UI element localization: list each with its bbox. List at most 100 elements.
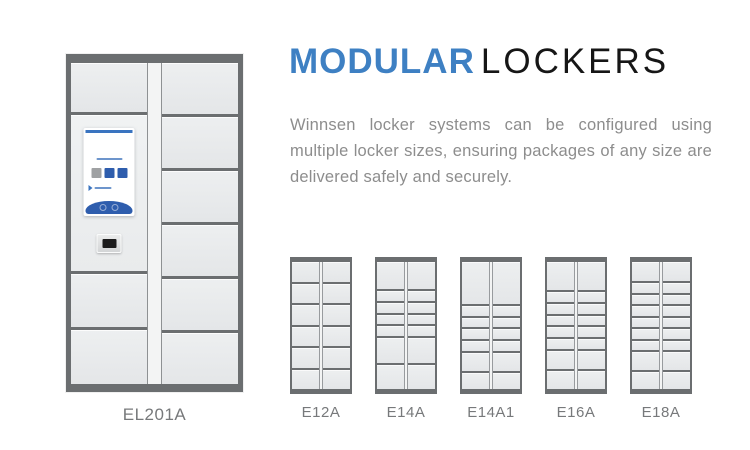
locker-door [292, 348, 319, 368]
locker-door [162, 117, 238, 168]
locker-door [663, 317, 690, 328]
title-secondary: LOCKERS [480, 42, 670, 81]
locker-door [408, 326, 435, 337]
screen-text-line [88, 185, 135, 192]
locker-door [547, 292, 574, 302]
locker-door [547, 327, 574, 337]
locker-door [632, 352, 659, 370]
mini-column-right [493, 262, 520, 389]
screen-buttons [84, 168, 135, 179]
mini-column-left [377, 262, 404, 389]
locker-door [408, 314, 435, 325]
mini-locker-e14a1: E14A1 [460, 257, 522, 421]
mini-column-right [663, 262, 690, 390]
locker-door [462, 372, 489, 389]
locker-door [292, 326, 319, 346]
locker-door [663, 294, 690, 305]
locker-door [493, 329, 520, 340]
locker-door [71, 329, 147, 384]
control-panel [71, 115, 147, 272]
locker-door [377, 302, 404, 313]
card-reader-slot [102, 239, 116, 249]
locker-door [323, 348, 350, 368]
locker-door [493, 372, 520, 389]
mini-locker-cabinet [375, 257, 437, 394]
locker-door [408, 338, 435, 364]
locker-door [632, 262, 659, 282]
locker-door [663, 306, 690, 316]
locker-door [578, 292, 605, 302]
main-left-column [71, 63, 147, 384]
main-right-column [162, 63, 238, 384]
mini-locker-label: E14A1 [467, 404, 515, 421]
locker-door [663, 329, 690, 339]
locker-door [547, 315, 574, 326]
locker-door [162, 63, 238, 114]
locker-door [493, 317, 520, 328]
locker-door [493, 341, 520, 352]
locker-door [71, 63, 147, 113]
mini-locker-cabinet [630, 257, 692, 394]
locker-door [578, 327, 605, 337]
locker-door [493, 305, 520, 316]
center-divider [489, 262, 493, 389]
main-locker-label: EL201A [122, 405, 187, 424]
intro-text: Winnsen locker systems can be configured… [290, 116, 712, 186]
locker-door [162, 171, 238, 222]
locker-door [663, 371, 690, 390]
locker-door [408, 262, 435, 289]
locker-door [578, 350, 605, 370]
locker-door [462, 305, 489, 316]
title-primary: MODULAR [289, 42, 475, 81]
kiosk-touchscreen [83, 128, 135, 217]
mini-column-right [408, 262, 435, 389]
locker-door [578, 315, 605, 326]
locker-door [578, 371, 605, 389]
locker-door [632, 329, 659, 339]
locker-door [462, 353, 489, 371]
locker-door [292, 305, 319, 325]
mini-locker-label: E18A [641, 404, 681, 421]
card-reader [96, 234, 122, 254]
locker-door [71, 274, 147, 327]
locker-door [408, 290, 435, 301]
mini-column-right [578, 262, 605, 389]
locker-door [408, 365, 435, 389]
locker-door [377, 314, 404, 325]
locker-door [323, 262, 350, 282]
locker-door [462, 329, 489, 340]
locker-door [162, 225, 238, 276]
center-divider [319, 262, 323, 389]
locker-door [632, 317, 659, 328]
screen-title-text [96, 158, 122, 161]
locker-door [292, 262, 319, 282]
locker-door [493, 262, 520, 304]
center-divider [404, 262, 408, 389]
mini-locker-e14a: E14A [375, 257, 437, 421]
locker-door [408, 302, 435, 313]
locker-door [377, 262, 404, 289]
mini-column-right [323, 262, 350, 389]
footer-circle-icon [111, 204, 119, 212]
mini-column-left [632, 262, 659, 390]
locker-door [377, 365, 404, 389]
locker-door [663, 283, 690, 293]
locker-door [547, 262, 574, 291]
locker-door [323, 283, 350, 303]
locker-door [547, 350, 574, 370]
locker-door [547, 303, 574, 314]
locker-door [578, 303, 605, 314]
locker-door [323, 326, 350, 346]
locker-door [377, 326, 404, 337]
locker-door [578, 338, 605, 349]
bullet-arrow-icon [88, 185, 93, 192]
locker-door [578, 262, 605, 291]
mini-column-left [462, 262, 489, 389]
screen-button [104, 168, 114, 179]
locker-door [377, 290, 404, 301]
locker-door [162, 333, 238, 384]
locker-door [632, 306, 659, 316]
locker-door [462, 262, 489, 304]
